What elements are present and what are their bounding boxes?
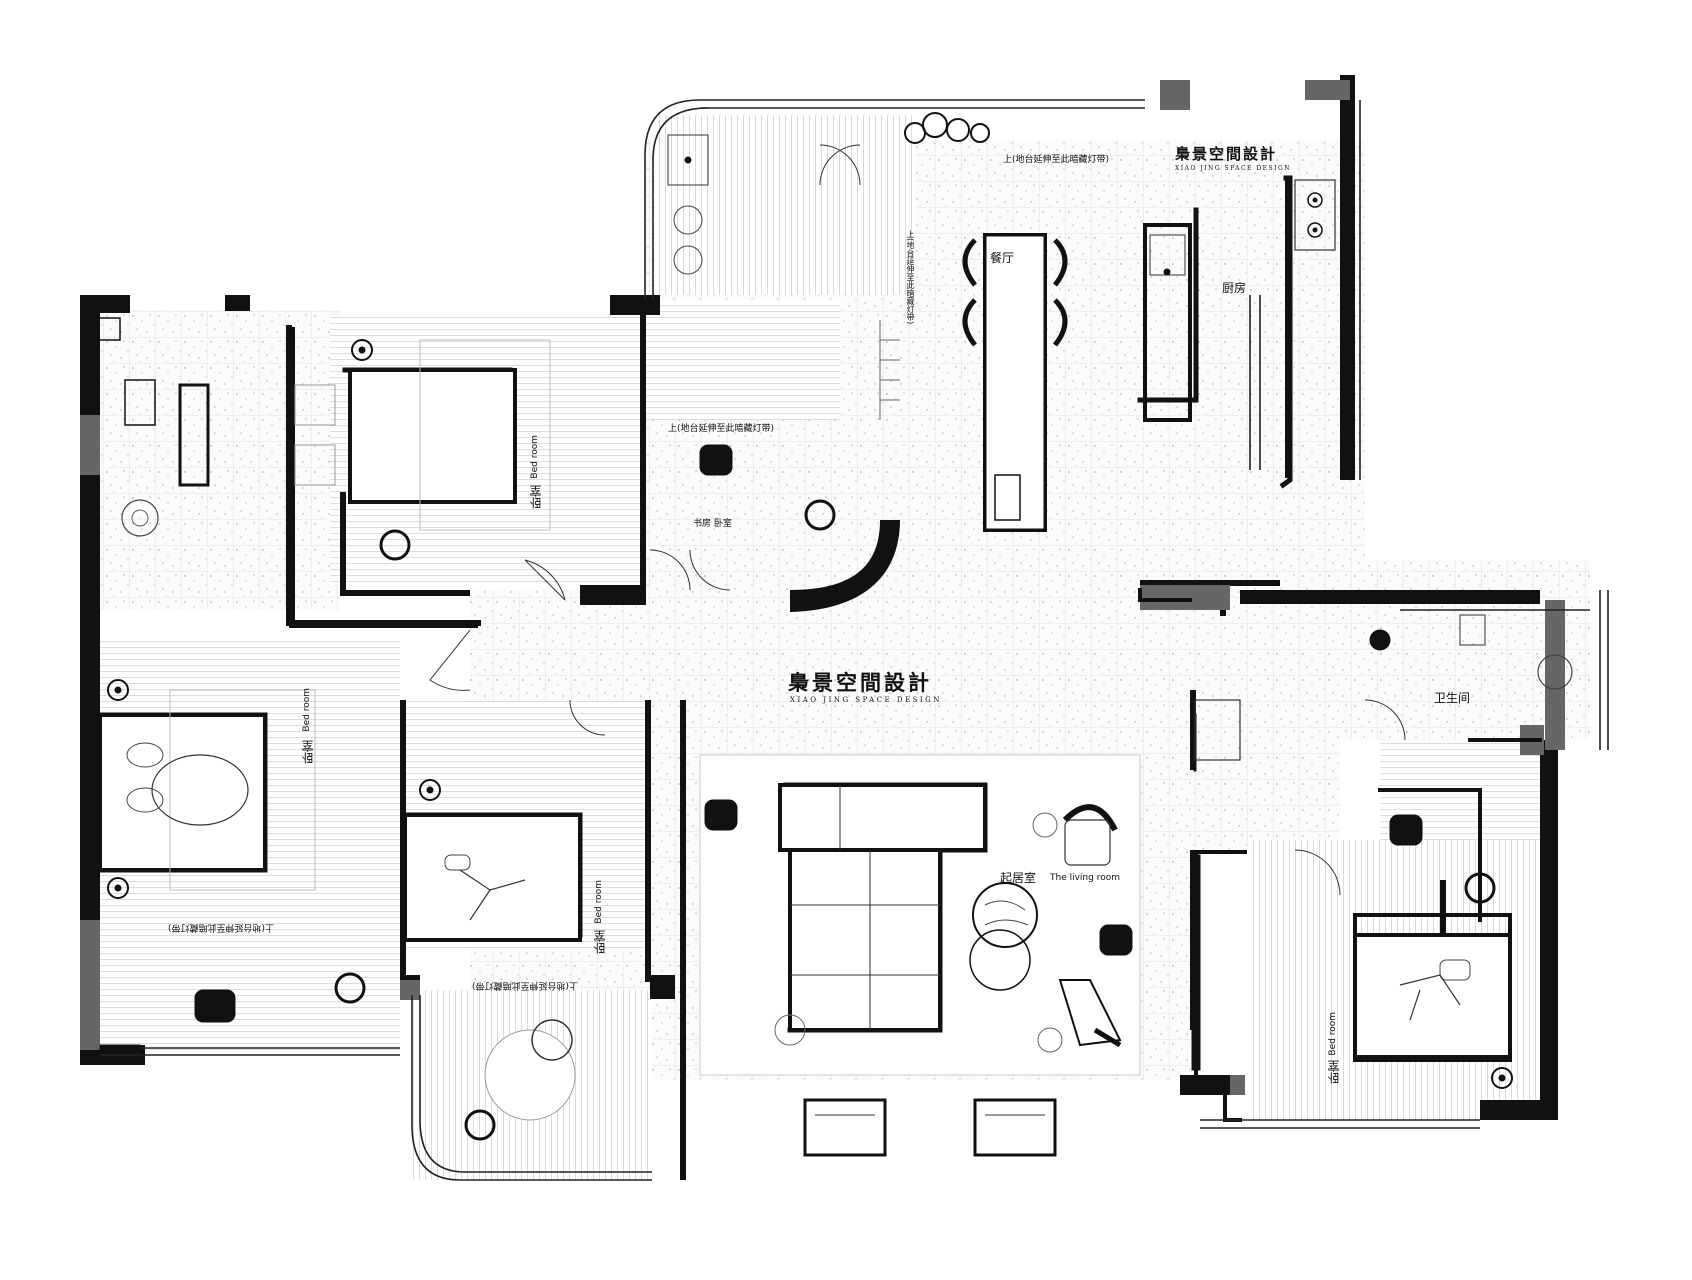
brand-subtitle-center: XIAO JING SPACE DESIGN (790, 696, 942, 704)
room-label-bathroom: 卫生间 (1434, 691, 1471, 705)
room-label-bedroom-1-en: Bed room (530, 435, 540, 479)
room-label-living-en: The living room (1050, 873, 1120, 883)
note-led-study: 上(地台延伸至此暗藏灯带) (668, 424, 775, 434)
doors (429, 144, 1406, 896)
room-label-bedroom-2: 卧室 (301, 740, 315, 764)
furniture (97, 112, 1573, 1157)
room-label-study: 书房 卧室 (693, 519, 732, 529)
room-label-bedroom-3-en: Bed room (594, 880, 604, 924)
structural-columns (80, 80, 1565, 1095)
stair (879, 320, 900, 420)
room-label-bedroom-2-en: Bed room (302, 688, 312, 732)
brand-subtitle-top: XIAO JING SPACE DESIGN (1175, 165, 1292, 172)
note-led-top: 上(地台延伸至此暗藏灯带) (1003, 155, 1110, 165)
room-label-bedroom-4: 卧室 (1327, 1060, 1341, 1084)
room-label-living: 起居室 (1000, 871, 1037, 885)
note-led-vertical: 上(地台延伸至此暗藏灯带) (906, 230, 915, 325)
note-led-middle: 上(地台延伸至此暗藏灯带) (472, 980, 579, 990)
brand-title-top: 梟景空間設計 (1175, 145, 1278, 163)
outer-outline (100, 99, 1609, 1181)
room-label-bedroom-1: 卧室 (529, 485, 543, 509)
room-label-kitchen: 厨房 (1222, 281, 1247, 295)
room-label-bedroom-4-en: Bed room (1328, 1012, 1338, 1056)
room-label-dining: 餐厅 (990, 251, 1015, 265)
brand-title-center: 梟景空間設計 (788, 670, 932, 695)
room-label-bedroom-3: 卧室 (593, 930, 607, 954)
note-led-left: 上(地台延伸至此暗藏灯带) (168, 922, 275, 932)
